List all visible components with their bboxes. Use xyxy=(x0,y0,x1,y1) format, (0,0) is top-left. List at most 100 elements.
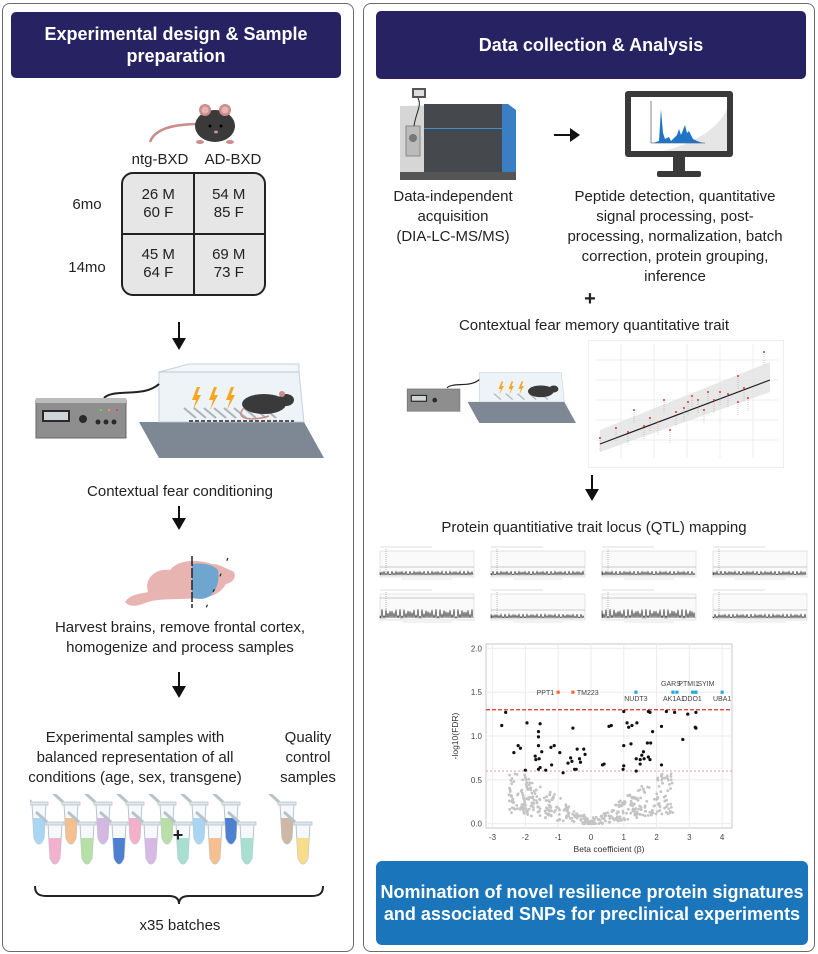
nonsignificant-point xyxy=(528,795,532,799)
nonsignificant-point xyxy=(532,808,535,812)
data-point xyxy=(633,409,635,411)
nonsignificant-point xyxy=(623,818,627,822)
nominal-point xyxy=(664,709,668,714)
dia-label-line2: acquisition xyxy=(417,208,489,225)
nonsignificant-point xyxy=(530,801,534,805)
qtl-manhattan-plot xyxy=(490,546,586,580)
nonsignificant-point xyxy=(544,811,548,815)
nominal-point xyxy=(516,744,520,748)
experimental-samples-line3: conditions (age, sex, transgene) xyxy=(28,769,242,786)
nonsignificant-point xyxy=(604,812,608,815)
male-count: 45 M xyxy=(141,246,175,263)
nonsignificant-point xyxy=(608,820,612,824)
nominal-point xyxy=(550,763,554,767)
nominal-point xyxy=(504,710,508,714)
right-panel-title: Data collection & Analysis xyxy=(376,11,806,79)
nominal-point xyxy=(622,709,626,714)
nominal-point xyxy=(621,767,625,771)
nonsignificant-point xyxy=(657,801,661,805)
nonsignificant-point xyxy=(523,801,527,805)
nonsignificant-point xyxy=(609,814,613,818)
nonsignificant-point xyxy=(600,821,604,825)
significant-point xyxy=(556,690,560,694)
nonsignificant-point xyxy=(567,805,571,809)
column-header-ad-bxd: AD-BXD xyxy=(204,151,262,168)
nominal-point xyxy=(686,712,690,716)
nonsignificant-point xyxy=(650,813,653,817)
sample-tube-icon xyxy=(179,794,209,845)
nominal-point xyxy=(500,723,504,728)
nonsignificant-point xyxy=(663,776,667,780)
nominal-point xyxy=(641,750,646,754)
sample-tube-icon xyxy=(34,810,65,865)
data-point xyxy=(719,391,721,393)
nonsignificant-point xyxy=(612,809,616,812)
nonsignificant-point xyxy=(548,805,552,809)
nonsignificant-point xyxy=(573,815,577,819)
nonsignificant-point xyxy=(538,814,542,817)
nominal-point xyxy=(693,725,697,729)
column-header-ntg-bxd: ntg-BXD xyxy=(131,151,189,168)
nominal-point xyxy=(651,730,655,734)
batches-label: x35 batches xyxy=(139,917,221,934)
sample-tube-icon xyxy=(282,810,313,865)
experimental-design-panel xyxy=(2,3,354,952)
nonsignificant-point xyxy=(659,774,663,778)
significant-point xyxy=(691,690,695,694)
nonsignificant-point xyxy=(637,807,640,811)
trait-title: Contextual fear memory quantitative trai… xyxy=(458,317,730,334)
nonsignificant-point xyxy=(510,806,514,810)
sample-tube-icon xyxy=(51,794,81,845)
significant-point xyxy=(694,690,698,694)
nominal-point xyxy=(570,759,574,764)
qtl-manhattan-plot xyxy=(379,546,475,580)
nonsignificant-point xyxy=(645,799,649,803)
nonsignificant-point xyxy=(667,807,671,811)
qc-samples-line3: samples xyxy=(280,769,336,786)
nonsignificant-point xyxy=(639,808,643,811)
nonsignificant-point xyxy=(537,809,541,813)
nominal-point xyxy=(648,710,652,714)
nonsignificant-point xyxy=(670,781,674,785)
nonsignificant-point xyxy=(525,781,529,784)
data-point xyxy=(747,397,749,399)
nonsignificant-point xyxy=(582,816,586,820)
nominal-point xyxy=(659,724,664,728)
nominal-point xyxy=(609,723,613,728)
nonsignificant-point xyxy=(544,799,548,802)
nonsignificant-point xyxy=(666,803,670,806)
nonsignificant-point xyxy=(575,816,579,820)
nominal-point xyxy=(634,769,638,773)
fear-conditioning-label: Contextual fear conditioning xyxy=(87,483,273,500)
mouse-icon xyxy=(148,104,235,144)
nonsignificant-point xyxy=(669,774,673,778)
sample-tube-icon xyxy=(194,810,225,865)
fear-conditioning-apparatus-icon xyxy=(35,363,324,458)
nonsignificant-point xyxy=(526,813,530,816)
sample-tube-icon xyxy=(98,810,129,865)
nonsignificant-point xyxy=(524,778,528,782)
nonsignificant-point xyxy=(639,796,643,800)
nonsignificant-point xyxy=(665,805,668,809)
nonsignificant-point xyxy=(644,809,648,813)
female-count: 60 F xyxy=(143,204,174,221)
plus-icon: + xyxy=(584,288,596,310)
nonsignificant-point xyxy=(532,798,536,802)
nonsignificant-point xyxy=(547,812,551,816)
nonsignificant-point xyxy=(572,810,576,813)
significant-point xyxy=(571,690,575,694)
nominal-point xyxy=(578,760,583,764)
cell-6mo-ad: 54 M 85 F xyxy=(194,174,265,234)
mass-spectrometer-icon xyxy=(400,88,516,180)
significant-point xyxy=(720,690,724,694)
nominal-point xyxy=(536,767,541,771)
data-point xyxy=(713,399,715,401)
nonsignificant-point xyxy=(618,815,622,819)
nonsignificant-point xyxy=(526,788,530,792)
nominal-point xyxy=(642,757,646,761)
data-point xyxy=(643,425,645,427)
nonsignificant-point xyxy=(508,786,511,790)
male-count: 69 M xyxy=(212,246,246,263)
nonsignificant-point xyxy=(535,801,539,805)
nonsignificant-point xyxy=(669,787,672,790)
